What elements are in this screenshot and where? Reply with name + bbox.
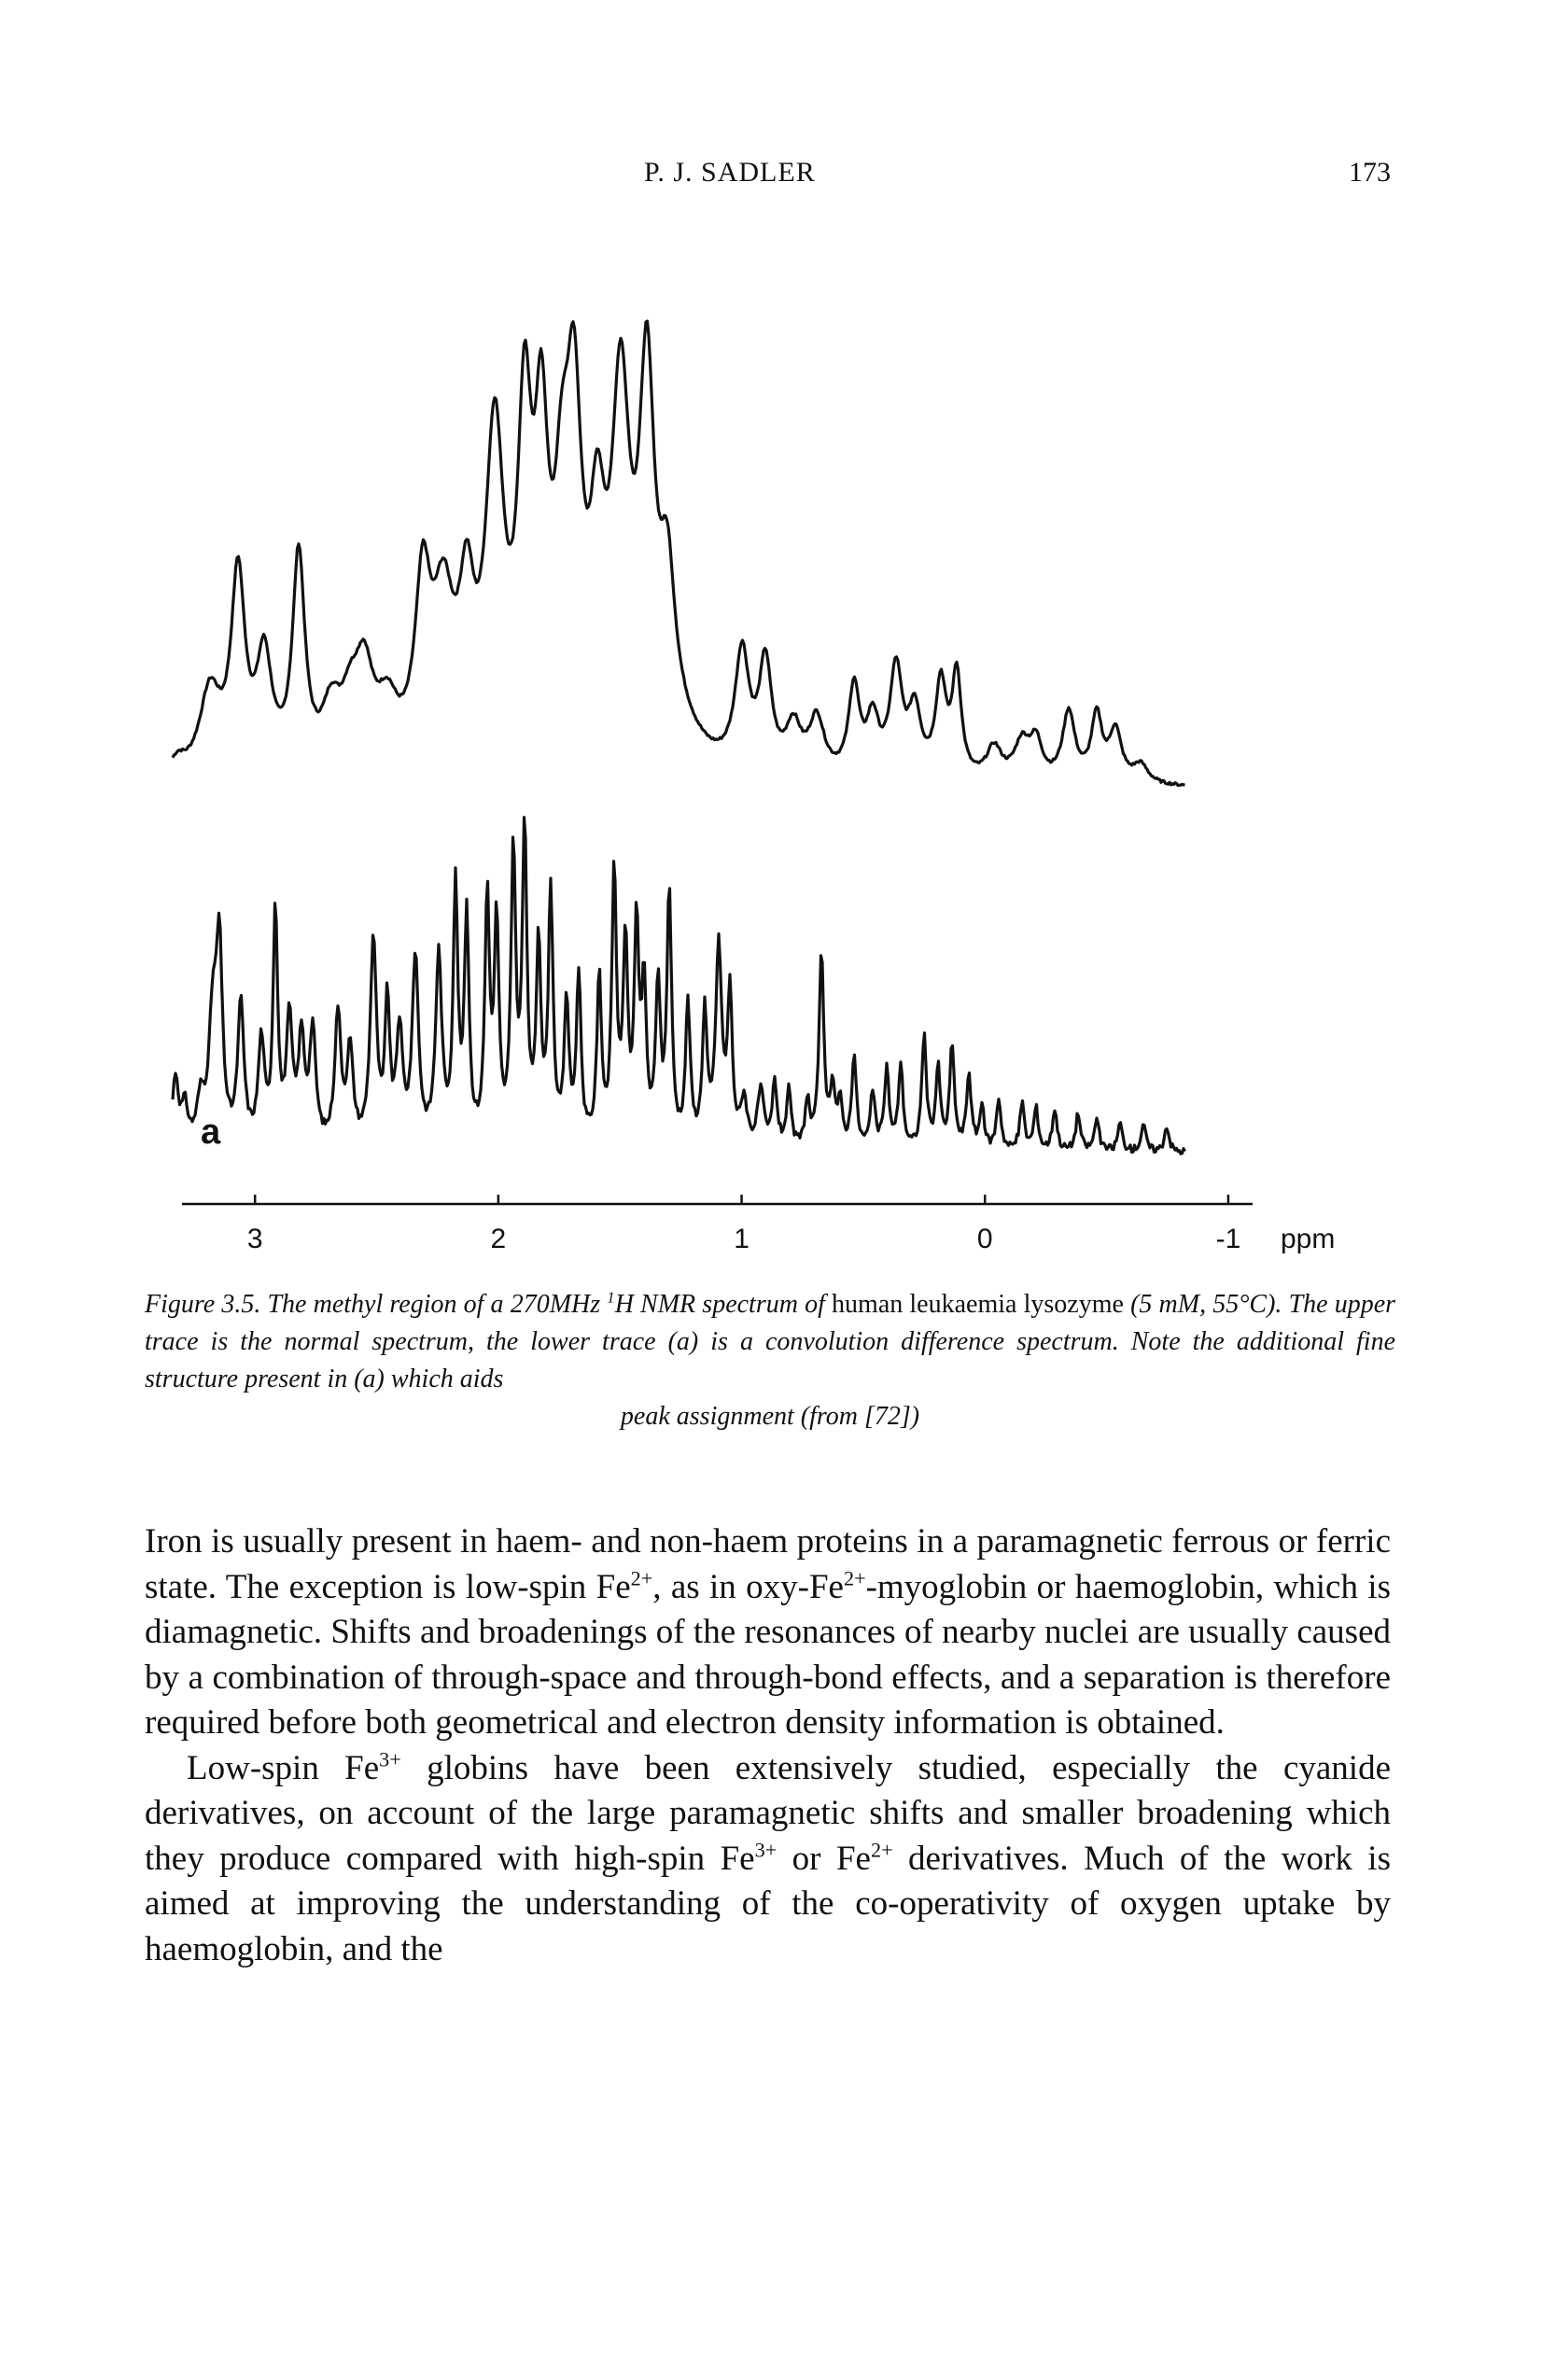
p2-sup-1: 3+ — [379, 1747, 401, 1771]
nmr-spectrum-figure: 3 2 1 0 -1 a ppm — [159, 233, 1400, 1279]
running-head: P. J. SADLER — [644, 157, 816, 188]
p1-sup-2: 2+ — [843, 1566, 866, 1590]
p2-sup-2: 3+ — [754, 1838, 778, 1862]
page-number: 173 — [1349, 157, 1391, 188]
p1-sup-1: 2+ — [630, 1566, 653, 1590]
paragraph-2: Low-spin Fe3+ globins have been extensiv… — [145, 1746, 1391, 1973]
caption-text-part5: peak assignment (from [72]) — [620, 1402, 920, 1431]
trace-a-label: a — [201, 1113, 221, 1152]
axis-tick-label: 2 — [491, 1224, 507, 1254]
nmr-spectrum-plot: 3 2 1 0 -1 a ppm — [171, 319, 1335, 1254]
p2-text-3: or Fe — [777, 1839, 871, 1878]
p2-text-4: derivatives. Much of the work is aimed a… — [145, 1839, 1391, 1968]
page-header: P. J. SADLER 173 — [159, 157, 1391, 194]
caption-text-part3: human leukaemia lysozyme — [832, 1290, 1124, 1319]
ppm-unit-label: ppm — [1281, 1224, 1335, 1254]
body-text: Iron is usually present in haem- and non… — [145, 1519, 1391, 1972]
caption-text-part1: The methyl region of a 270MHz — [267, 1290, 608, 1319]
caption-text-part2: H NMR spectrum of — [614, 1290, 825, 1319]
p2-sup-3: 2+ — [870, 1838, 893, 1862]
convolution-difference-trace — [171, 816, 1186, 1155]
caption-superscript: 1 — [607, 1288, 615, 1307]
axis-tick-label: -1 — [1216, 1224, 1241, 1254]
axis-tick-label: 0 — [977, 1224, 993, 1254]
p2-text-2: globins have been extensively studied, e… — [145, 1748, 1391, 1878]
figure-caption: Figure 3.5. The methyl region of a 270MH… — [145, 1286, 1395, 1435]
paragraph-1: Iron is usually present in haem- and non… — [145, 1519, 1391, 1746]
p1-text-2: , as in oxy-Fe — [652, 1567, 844, 1606]
p1-text-3: -myoglobin or haemoglobin, which is diam… — [145, 1567, 1391, 1743]
caption-figure-label: Figure 3.5. — [145, 1290, 261, 1319]
tick-layer: 3 2 1 0 -1 — [247, 1195, 1240, 1254]
caption-text-part4: (5 mM, 55°C). The upper trace is the nor… — [145, 1290, 1396, 1393]
p1-text-1: Iron is usually present in haem- and non… — [145, 1522, 1391, 1606]
p2-text-1: Low-spin Fe — [187, 1748, 380, 1787]
axis-tick-label: 3 — [247, 1224, 263, 1254]
normal-spectrum-trace — [171, 319, 1185, 788]
axis-tick-label: 1 — [734, 1224, 749, 1254]
trace-layer — [171, 319, 1186, 1155]
